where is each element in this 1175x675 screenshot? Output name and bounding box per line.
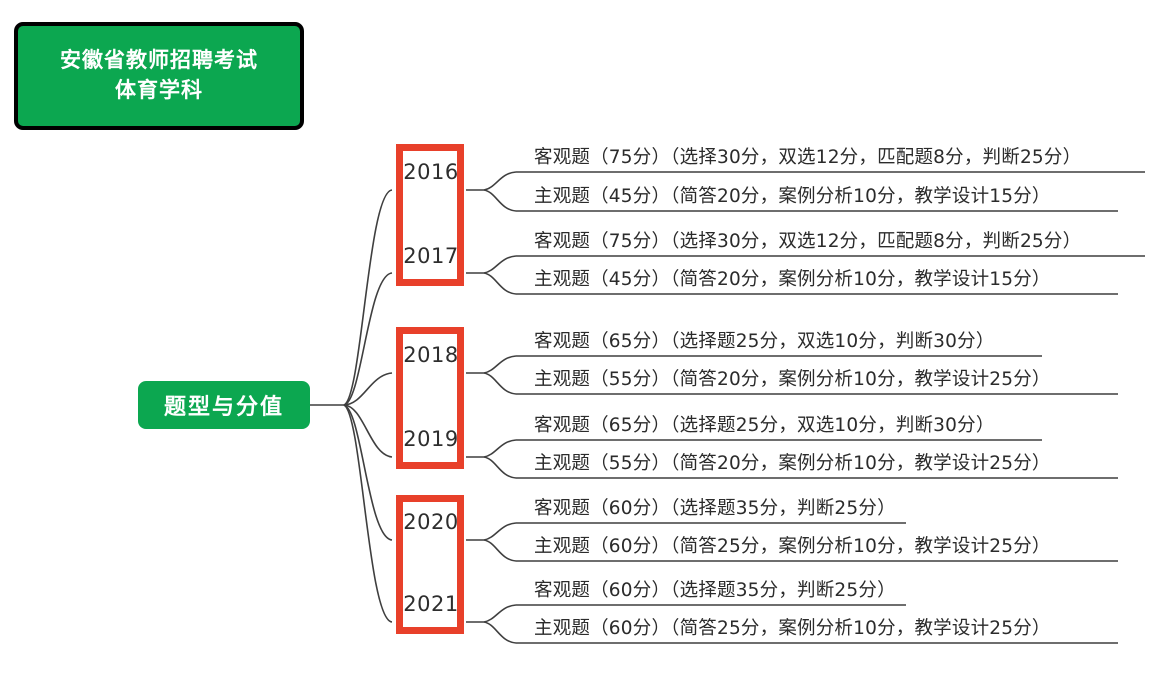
- leaf-2017-objective[interactable]: 客观题（75分）（选择30分，双选12分，匹配题8分，判断25分）: [534, 231, 1082, 252]
- fork-up-2017: [483, 255, 517, 274]
- year-label-2020[interactable]: 2020: [403, 510, 459, 534]
- leaf-2020-subjective[interactable]: 主观题（60分）（简答25分，案例分析10分，教学设计25分）: [534, 536, 1051, 557]
- leaf-2016-objective[interactable]: 客观题（75分）（选择30分，双选12分，匹配题8分，判断25分）: [534, 147, 1082, 168]
- fork-down-2020: [483, 539, 517, 562]
- branch-curve-2016: [343, 189, 393, 406]
- fork-up-2019: [483, 439, 517, 458]
- year-label-2018[interactable]: 2018: [403, 343, 459, 367]
- fork-down-2017: [483, 272, 517, 295]
- fork-up-2018: [483, 355, 517, 374]
- leaf-2021-objective[interactable]: 客观题（60分）（选择题35分，判断25分）: [534, 580, 896, 601]
- branch-curve-2020: [343, 404, 393, 541]
- leaf-2018-subjective[interactable]: 主观题（55分）（简答20分，案例分析10分，教学设计25分）: [534, 369, 1051, 390]
- title-line-2: 体育学科: [115, 78, 203, 102]
- root-node[interactable]: 题型与分值: [138, 381, 310, 429]
- fork-up-2016: [483, 171, 517, 191]
- year-group-box: [396, 144, 464, 286]
- branch-curve-2018: [343, 372, 393, 406]
- year-group-box: [396, 327, 464, 469]
- root-node-label: 题型与分值: [163, 395, 284, 420]
- fork-up-2020: [483, 522, 517, 541]
- year-label-2016[interactable]: 2016: [403, 160, 459, 184]
- year-label-2019[interactable]: 2019: [403, 427, 459, 451]
- fork-down-2016: [483, 189, 517, 212]
- title-box: 安徽省教师招聘考试 体育学科: [14, 22, 304, 130]
- year-label-2021[interactable]: 2021: [403, 592, 459, 616]
- fork-down-2018: [483, 372, 517, 395]
- title-line-1: 安徽省教师招聘考试: [60, 48, 258, 73]
- fork-down-2019: [483, 456, 517, 479]
- fork-down-2021: [483, 621, 517, 644]
- year-label-2017[interactable]: 2017: [403, 244, 459, 268]
- fork-up-2021: [483, 604, 517, 623]
- branch-curve-2019: [343, 404, 393, 458]
- leaf-2019-objective[interactable]: 客观题（65分）（选择题25分，双选10分，判断30分）: [534, 415, 995, 436]
- leaf-2020-objective[interactable]: 客观题（60分）（选择题35分，判断25分）: [534, 498, 896, 519]
- leaf-2019-subjective[interactable]: 主观题（55分）（简答20分，案例分析10分，教学设计25分）: [534, 453, 1051, 474]
- branch-curve-2017: [343, 272, 393, 406]
- leaf-2021-subjective[interactable]: 主观题（60分）（简答25分，案例分析10分，教学设计25分）: [534, 618, 1051, 639]
- leaf-2018-objective[interactable]: 客观题（65分）（选择题25分，双选10分，判断30分）: [534, 331, 995, 352]
- year-group-box: [396, 495, 464, 634]
- branch-curve-2021: [343, 404, 393, 623]
- leaf-2016-subjective[interactable]: 主观题（45分）（简答20分，案例分析10分，教学设计15分）: [534, 186, 1051, 207]
- leaf-2017-subjective[interactable]: 主观题（45分）（简答20分，案例分析10分，教学设计15分）: [534, 269, 1051, 290]
